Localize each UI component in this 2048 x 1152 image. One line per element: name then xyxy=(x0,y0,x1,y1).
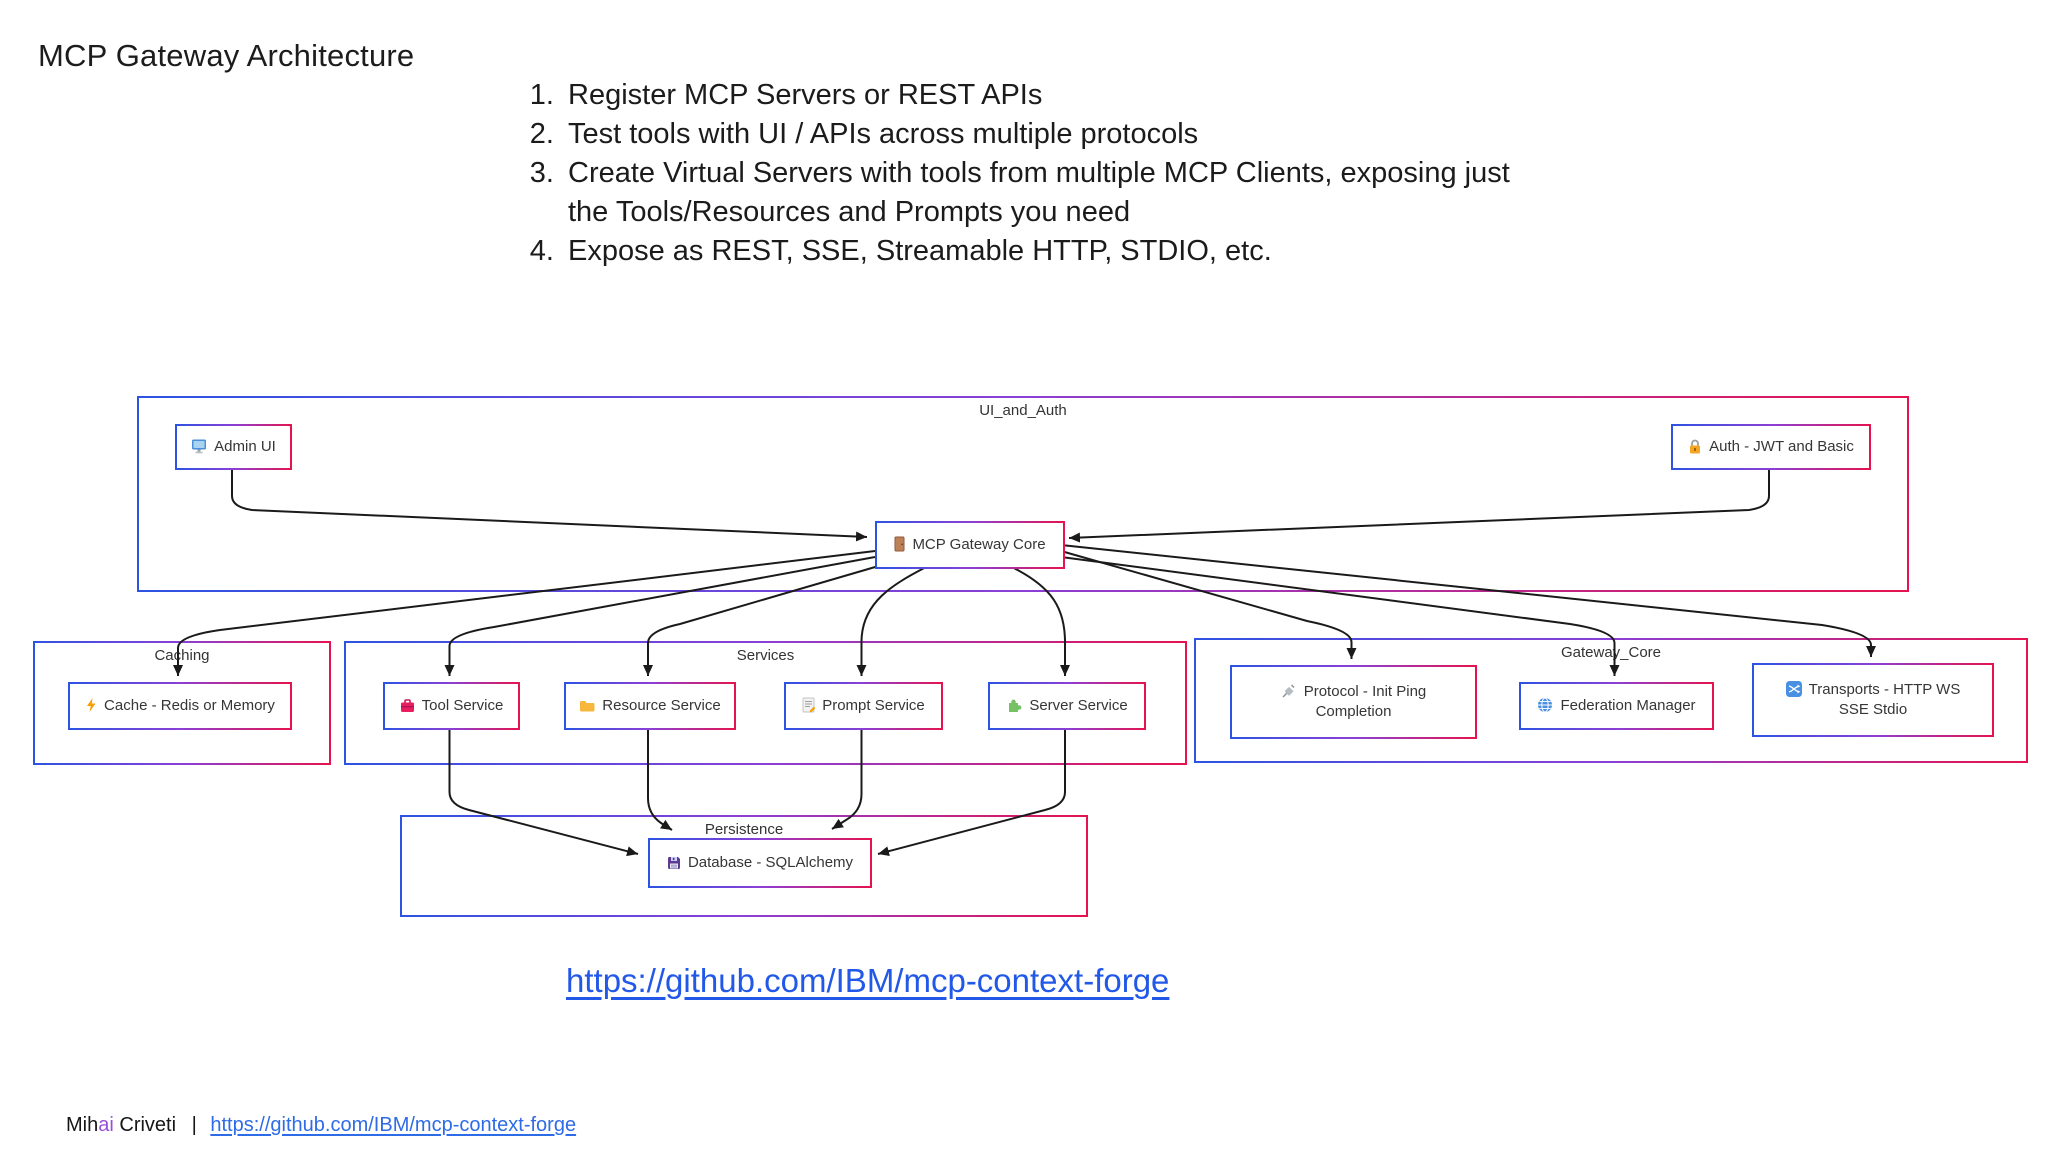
footer-separator: | xyxy=(191,1114,197,1136)
node-label: Auth - JWT and Basic xyxy=(1709,438,1854,455)
node-transports: Transports - HTTP WS SSE Stdio xyxy=(1752,663,1994,737)
lightning-bolt-icon xyxy=(87,698,96,712)
node-protocol: Protocol - Init Ping Completion xyxy=(1230,665,1477,739)
main-repo-link[interactable]: https://github.com/IBM/mcp-context-forge xyxy=(566,962,1170,999)
node-label: Federation Manager xyxy=(1560,697,1696,714)
folder-icon xyxy=(580,701,595,712)
shuffle-icon xyxy=(1785,681,1802,697)
node-label: Prompt Service xyxy=(822,697,925,714)
node-label: Database - SQLAlchemy xyxy=(687,854,854,871)
node-resource-service: Resource Service xyxy=(564,682,736,730)
bullet-item-1: Register MCP Servers or REST APIs xyxy=(562,76,1547,115)
puzzle-piece-icon xyxy=(1009,699,1022,712)
bullet-item-3: Create Virtual Servers with tools from m… xyxy=(562,154,1547,232)
globe-icon xyxy=(1538,697,1553,713)
lock-icon xyxy=(1690,439,1701,454)
cluster-label-services: Services xyxy=(736,647,795,664)
node-label: Cache - Redis or Memory xyxy=(104,697,275,714)
cluster-label-gateway-core: Gateway_Core xyxy=(1560,644,1662,661)
cluster-label-persistence: Persistence xyxy=(704,821,784,838)
toolbox-icon xyxy=(400,699,414,712)
bullet-item-2: Test tools with UI / APIs across multipl… xyxy=(562,115,1547,154)
desktop-computer-icon xyxy=(192,439,207,454)
author-accent: ai xyxy=(98,1114,114,1136)
page-title: MCP Gateway Architecture xyxy=(38,38,415,73)
node-mcp-gateway-core: MCP Gateway Core xyxy=(875,521,1065,569)
node-tool-service: Tool Service xyxy=(383,682,520,730)
node-label: Protocol - Init Ping Completion xyxy=(1303,683,1427,720)
author-prefix: Mih xyxy=(66,1114,99,1136)
node-database: Database - SQLAlchemy xyxy=(648,838,872,888)
floppy-disk-icon xyxy=(667,857,680,869)
door-icon xyxy=(894,536,905,552)
author-name: Mihai Criveti xyxy=(66,1114,176,1136)
node-label: Admin UI xyxy=(214,438,276,455)
node-label: Tool Service xyxy=(421,697,504,714)
node-prompt-service: Prompt Service xyxy=(784,682,943,730)
node-server-service: Server Service xyxy=(988,682,1146,730)
author-suffix: Criveti xyxy=(113,1114,177,1136)
footer-repo-link[interactable]: https://github.com/IBM/mcp-context-forge xyxy=(210,1114,577,1136)
cluster-label-caching: Caching xyxy=(154,647,210,664)
node-label: MCP Gateway Core xyxy=(912,536,1046,553)
satellite-icon xyxy=(1282,684,1295,698)
node-label: Server Service xyxy=(1029,697,1128,714)
bullet-list: Register MCP Servers or REST APIs Test t… xyxy=(512,76,1547,271)
node-cache: Cache - Redis or Memory xyxy=(68,682,292,730)
cluster-label-ui-and-auth: UI_and_Auth xyxy=(979,402,1067,419)
node-admin-ui: Admin UI xyxy=(175,424,292,470)
node-label: Transports - HTTP WS SSE Stdio xyxy=(1808,681,1961,718)
footer: Mihai Criveti | https://github.com/IBM/m… xyxy=(66,1114,576,1137)
node-auth: Auth - JWT and Basic xyxy=(1671,424,1871,470)
memo-icon xyxy=(802,697,816,713)
node-federation-manager: Federation Manager xyxy=(1519,682,1714,730)
bullet-item-4: Expose as REST, SSE, Streamable HTTP, ST… xyxy=(562,232,1547,271)
node-label: Resource Service xyxy=(602,697,721,714)
